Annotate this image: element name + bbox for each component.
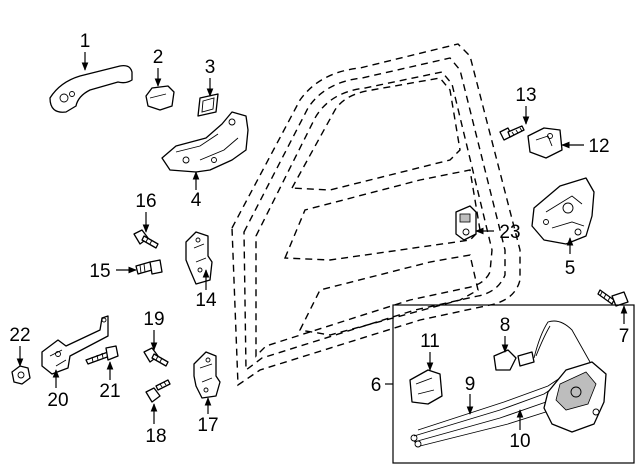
bolt-21-part: [85, 345, 119, 365]
screw-13-part: [499, 125, 525, 141]
callout-11: 11: [420, 331, 440, 352]
bumper-part: [455, 205, 477, 241]
callout-17: 17: [197, 415, 218, 436]
callout-1: 1: [80, 31, 91, 52]
callout-5: 5: [565, 258, 576, 279]
callout-12: 12: [588, 136, 609, 157]
inner-handle-part: [409, 369, 443, 405]
callout-22: 22: [9, 325, 30, 346]
hinge-lower-part: [193, 351, 221, 399]
bolt-7-part: [597, 289, 629, 307]
callout-9: 9: [465, 374, 476, 395]
callout-13: 13: [515, 85, 536, 106]
callout-19: 19: [143, 309, 164, 330]
callout-16: 16: [135, 191, 156, 212]
callout-7: 7: [619, 326, 630, 347]
door-check-part: [41, 315, 109, 375]
callout-23: 23: [499, 222, 520, 243]
callout-2: 2: [153, 47, 164, 68]
cable-part: [493, 320, 591, 371]
gasket-part: [197, 93, 219, 117]
bolt-15-part: [135, 259, 163, 275]
callout-labels: 1 2 3 4 5 6 7 8 9 10 11 12 13 14 15 16 1…: [9, 31, 629, 452]
callout-8: 8: [500, 315, 511, 336]
callout-4: 4: [191, 190, 202, 211]
callout-10: 10: [509, 431, 530, 452]
callout-15: 15: [89, 261, 110, 282]
callout-18: 18: [145, 426, 166, 447]
handle-frame-part: [161, 111, 249, 173]
callout-20: 20: [47, 390, 68, 411]
leader-lines: [16, 52, 628, 430]
striker-part: [527, 127, 563, 159]
nut-part: [11, 365, 31, 385]
handle-cap-part: [145, 85, 175, 111]
door-lock-part: [531, 177, 595, 245]
door-outline: [231, 43, 521, 387]
bolt-16-part: [133, 229, 159, 249]
latch-part: [543, 361, 607, 433]
bolt-18-part: [145, 379, 171, 403]
callout-3: 3: [205, 57, 216, 78]
callout-21: 21: [99, 381, 120, 402]
callout-14: 14: [195, 290, 217, 311]
hinge-upper-part: [185, 231, 213, 285]
outside-handle-part: [49, 64, 133, 113]
callout-6: 6: [371, 375, 382, 396]
bolt-19-part: [143, 347, 169, 367]
